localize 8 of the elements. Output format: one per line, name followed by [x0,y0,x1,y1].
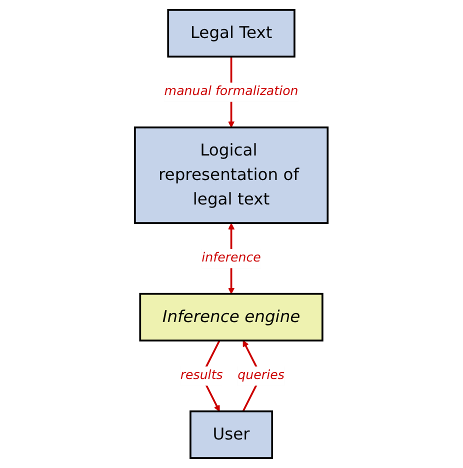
node-box: Legal Text [167,9,296,58]
edge-label: queries [238,368,285,383]
edge-label: results [180,368,224,383]
node-box: Logical representation of legal text [134,126,329,224]
node-box: Inference engine [139,292,324,342]
edge-label: inference [202,250,262,266]
edge-label: manual formalization [164,84,299,99]
node-box: User [190,410,274,459]
